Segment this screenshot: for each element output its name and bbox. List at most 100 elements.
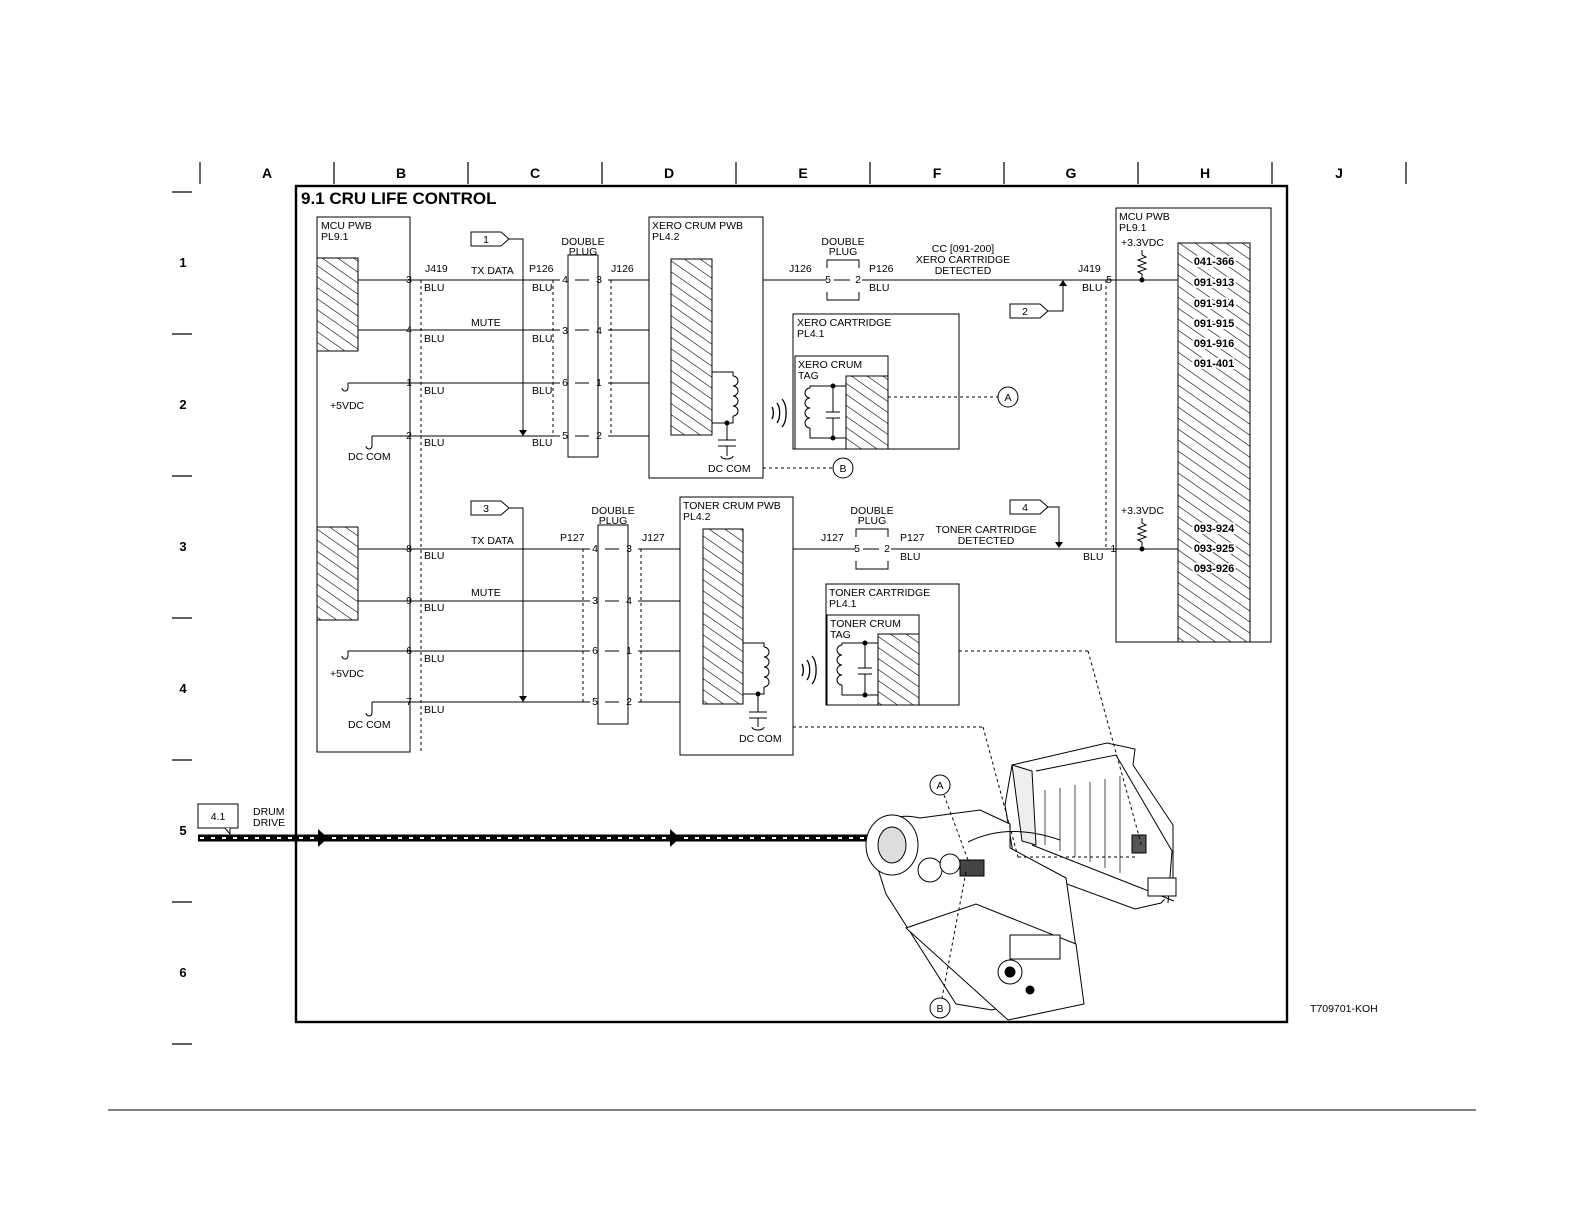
dc-com-toner-mcu: DC COM: [348, 719, 391, 731]
toner-plug-r4: 2: [626, 696, 632, 708]
xero-j419: J419: [425, 263, 448, 275]
wireless-icon-toner: [801, 655, 817, 685]
toner-mcu-pin-2: 9: [406, 595, 412, 607]
callout-b-top-label: B: [839, 463, 846, 475]
row-ticks: [172, 191, 192, 1045]
xero-plug-l3: 6: [562, 377, 568, 389]
xero-plug-r3: 1: [596, 377, 602, 389]
xero-cc-line2: XERO CARTRIDGE: [916, 254, 1010, 266]
toner-blu-l2: BLU: [424, 602, 444, 614]
toner-blu-mcu-right: BLU: [1083, 551, 1103, 563]
toner-j127-right: J127: [821, 532, 844, 544]
row-label-1: 1: [179, 255, 186, 270]
toner-harness-wires: [358, 524, 703, 725]
xero-crum-pwb-name: XERO CRUM PWB: [652, 220, 743, 232]
xero-crum-tag-line1: XERO CRUM: [798, 359, 862, 371]
fault-code-top-6: 091-401: [1194, 358, 1234, 370]
xero-crum-tag-ic: [845, 375, 889, 450]
double-plug-xero2-2: PLUG: [829, 246, 858, 258]
mcu-pwb-left-name: MCU PWB: [321, 220, 372, 232]
diagram-frame: [294, 184, 1289, 1024]
xero-blu-r4: BLU: [532, 437, 552, 449]
xero-harness-wires: [358, 254, 671, 754]
drum-drive-line1: DRUM: [253, 806, 285, 818]
callout-b-top: [832, 457, 854, 479]
callout-2: [1009, 303, 1049, 319]
xero-cartridge-name: XERO CARTRIDGE: [797, 317, 891, 329]
double-plug-toner2-2: PLUG: [858, 515, 887, 527]
toner-plug-r2: 4: [626, 595, 632, 607]
toner-mcu-pin-4: 7: [406, 696, 412, 708]
double-plug-xero2-1: DOUBLE: [821, 236, 864, 248]
vdc5-toner: +5VDC: [330, 668, 365, 680]
row-label-3: 3: [179, 539, 186, 554]
fault-code-bottom-3: 093-926: [1194, 563, 1234, 575]
page-title: 9.1 CRU LIFE CONTROL: [301, 189, 497, 208]
double-plug-toner2-1: DOUBLE: [850, 505, 893, 517]
xero-mcu-pin-1: 3: [406, 274, 412, 286]
mcu-pwb-right-name: MCU PWB: [1119, 211, 1170, 223]
figure-id: T709701-KOH: [1310, 1003, 1378, 1015]
toner-tx-data: TX DATA: [471, 535, 514, 547]
xero-crum-pwb-pl: PL4.2: [652, 231, 680, 243]
xero-plug2-right: 2: [855, 274, 861, 286]
toner-cartridge-pl: PL4.1: [829, 598, 857, 610]
toner-plug-l3: 6: [592, 645, 598, 657]
xero-plug-l2: 3: [562, 325, 568, 337]
column-header: [199, 162, 1407, 184]
xero-plug-l1: 4: [562, 274, 568, 286]
row-label-2: 2: [179, 397, 186, 412]
callout-3: [470, 500, 510, 516]
callout-3-label: 3: [483, 503, 489, 515]
wireless-icon-xero: [771, 398, 787, 428]
double-plug-xero-1: DOUBLE: [561, 236, 604, 248]
xero-blu-l1: BLU: [424, 282, 444, 294]
callout-1-label: 1: [483, 234, 489, 246]
toner-plug2-left: 5: [854, 543, 860, 555]
dc-com-xero-pwb: DC COM: [708, 463, 751, 475]
row-label-4: 4: [179, 681, 187, 696]
toner-blu-l3: BLU: [424, 653, 444, 665]
col-label-h: H: [1200, 165, 1210, 181]
col-label-j: J: [1335, 165, 1343, 181]
toner-blu-l4: BLU: [424, 704, 444, 716]
xero-tx-data: TX DATA: [471, 265, 514, 277]
mcu-right-3v3-top: +3.3VDC: [1121, 237, 1164, 249]
callout-a-bottom: [929, 774, 951, 796]
row-label-6: 6: [179, 965, 186, 980]
toner-mcu-pin-1: 8: [406, 543, 412, 555]
toner-crum-tag-line2: TAG: [830, 629, 851, 641]
xero-plug-2: [763, 259, 1116, 301]
toner-p127-left: P127: [560, 532, 585, 544]
double-plug-toner-2: PLUG: [599, 515, 628, 527]
double-plug-toner-1: DOUBLE: [591, 505, 634, 517]
callout-b-bottom-label: B: [936, 1003, 943, 1015]
mcu-left-ic-top: [316, 257, 359, 352]
xero-j126-right: J126: [789, 263, 812, 275]
double-plug-xero-2: PLUG: [569, 246, 598, 258]
callout-4: [1009, 499, 1049, 515]
toner-pwb-coil: [743, 642, 770, 731]
toner-crum-tag-ic: [877, 633, 920, 706]
xero-plug-r1: 3: [596, 274, 602, 286]
toner-crum-pwb-name: TONER CRUM PWB: [683, 500, 781, 512]
xero-blu-l2: BLU: [424, 333, 444, 345]
toner-j127-mid: J127: [642, 532, 665, 544]
callout-1: [470, 231, 510, 247]
toner-plug-l4: 5: [592, 696, 598, 708]
xero-mcu-pin-2: 4: [406, 324, 412, 336]
col-label-b: B: [396, 165, 406, 181]
callout-4-1-label: 4.1: [211, 811, 226, 823]
xero-cc-line1: CC [091-200]: [932, 243, 995, 255]
fault-code-top-5: 091-916: [1194, 338, 1234, 350]
drum-drive-path: [198, 829, 872, 847]
fault-code-top-3: 091-914: [1194, 298, 1235, 310]
col-label-d: D: [664, 165, 674, 181]
xero-blu-r1: BLU: [532, 282, 552, 294]
dc-com-xero-mcu: DC COM: [348, 451, 391, 463]
xero-blu-l4: BLU: [424, 437, 444, 449]
col-label-g: G: [1066, 165, 1077, 181]
fault-code-top-4: 091-915: [1194, 318, 1234, 330]
fault-code-top-1: 041-366: [1194, 256, 1234, 268]
